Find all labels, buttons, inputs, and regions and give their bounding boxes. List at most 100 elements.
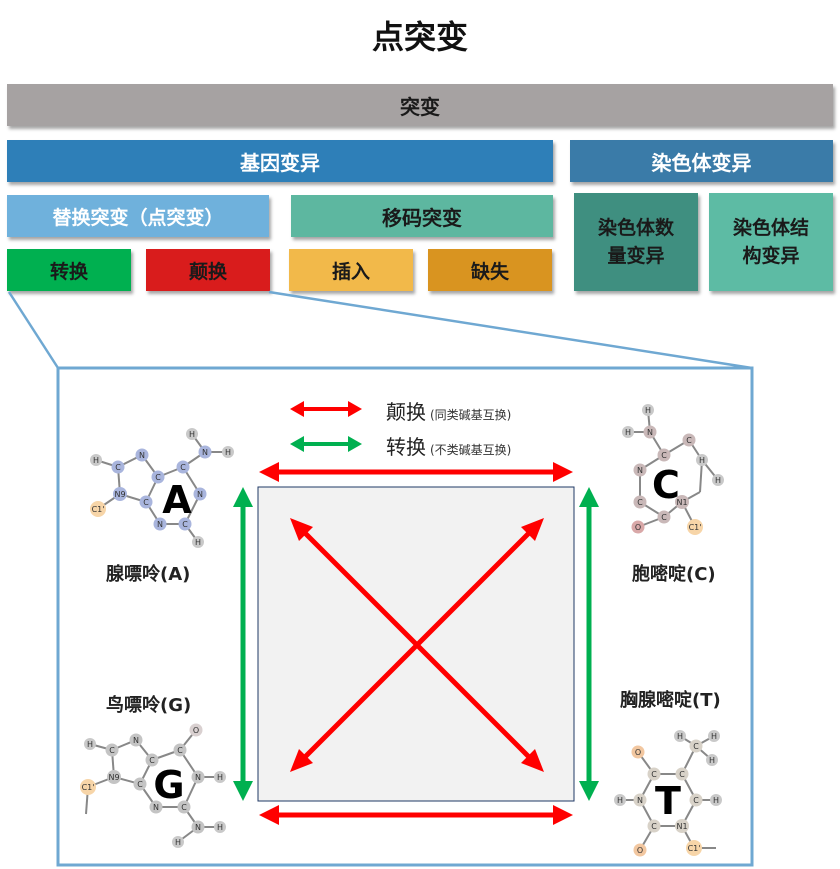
- atom-label: N: [153, 803, 159, 812]
- atom-label: O: [635, 523, 641, 532]
- frameshift-label: 移码突变: [382, 205, 462, 230]
- atom-label: H: [195, 538, 201, 547]
- atom-label: H: [87, 740, 93, 749]
- deletion-box: 缺失: [428, 249, 552, 291]
- atom-label: C: [149, 756, 155, 765]
- atom-label: H: [699, 456, 705, 465]
- atom-label: C: [155, 473, 161, 482]
- legend-transversion-arrow: [290, 401, 362, 417]
- atom-label: C1': [688, 844, 701, 853]
- chrom-number-box: 染色体数量变异: [574, 193, 698, 291]
- insertion-box: 插入: [289, 249, 413, 291]
- frameshift-box: 移码突变: [291, 195, 553, 237]
- atom-label: H: [189, 430, 195, 439]
- chrom-structure-label: 染色体结构变异: [732, 217, 809, 267]
- atom-label: O: [635, 748, 641, 757]
- atom-label: C: [651, 822, 657, 831]
- atom-label: H: [175, 838, 181, 847]
- atom-label: N: [139, 451, 145, 460]
- base-letter-c: C: [652, 463, 680, 507]
- atom-label: N: [647, 428, 653, 437]
- gene-mutation-label: 基因变异: [240, 150, 320, 175]
- atom-label: H: [677, 732, 683, 741]
- atom-label: C: [661, 513, 667, 522]
- atom-label: N9: [114, 490, 125, 499]
- transition-box: 转换: [7, 249, 131, 291]
- chromosome-mutation-label: 染色体变异: [651, 150, 752, 175]
- atom-label: C: [180, 463, 186, 472]
- atom-label: N: [195, 773, 201, 782]
- atom-label: C: [693, 796, 699, 805]
- chrom-structure-box: 染色体结构变异: [709, 193, 833, 291]
- arrow-top-transversion: [259, 462, 573, 482]
- atom-label: N9: [108, 773, 119, 782]
- base-letter-t: T: [655, 779, 681, 823]
- arrow-bottom-transversion: [259, 805, 573, 825]
- atom-label: O: [637, 846, 643, 855]
- atom-label: C: [686, 436, 692, 445]
- transversion-label: 颠换: [188, 260, 227, 283]
- arrow-left-transition: [233, 487, 253, 801]
- atom-label: N1: [676, 822, 687, 831]
- atom-label: N: [195, 823, 201, 832]
- atom-label: H: [715, 476, 721, 485]
- thymine-name: 胸腺嘧啶(T): [620, 690, 721, 711]
- atom-label: C: [651, 770, 657, 779]
- atom-label: C: [143, 498, 149, 507]
- transition-label: 转换: [49, 260, 88, 283]
- guanine-molecule: H C N N9 C1' C C C O N H C N N H H G: [80, 723, 226, 848]
- chromosome-mutation-box: 染色体变异: [570, 140, 833, 182]
- insertion-label: 插入: [331, 260, 370, 283]
- atom-label: C: [693, 742, 699, 751]
- atom-label: H: [217, 823, 223, 832]
- substitution-box: 替换突变（点突变）: [7, 195, 269, 237]
- atom-label: O: [193, 726, 199, 735]
- atom-label: C: [182, 520, 188, 529]
- substitution-label: 替换突变（点突变）: [52, 206, 224, 229]
- arrow-diagonal-c-g: [290, 518, 544, 772]
- atom-label: H: [225, 448, 231, 457]
- base-letter-g: G: [153, 763, 184, 807]
- legend-transversion-note: (同类碱基互换): [430, 408, 512, 422]
- atom-label: N: [637, 466, 643, 475]
- gene-mutation-box: 基因变异: [7, 140, 553, 182]
- atom-label: H: [709, 756, 715, 765]
- mutation-label: 突变: [400, 94, 440, 119]
- atom-label: C: [661, 451, 667, 460]
- atom-label: C1': [82, 783, 95, 792]
- atom-label: H: [617, 796, 623, 805]
- legend-transition-label: 转换: [386, 435, 426, 459]
- arrow-right-transition: [579, 487, 599, 801]
- mutation-box: 突变: [7, 84, 833, 126]
- page-title: 点突变: [371, 18, 468, 56]
- atom-label: C1': [92, 505, 105, 514]
- zoom-frame: [56, 366, 754, 867]
- thymine-molecule: O C C C H H H N H C N1 C H O C1' T: [614, 730, 722, 857]
- guanine-name: 鸟嘌呤(G): [106, 695, 192, 716]
- legend-transversion: 颠换 (同类碱基互换): [386, 396, 511, 425]
- adenine-name: 腺嘌呤(A): [106, 564, 191, 585]
- atom-label: H: [713, 796, 719, 805]
- atom-label: N: [133, 736, 139, 745]
- chrom-number-label: 染色体数量变异: [597, 217, 674, 267]
- atom-label: C: [109, 746, 115, 755]
- atom-label: C: [177, 746, 183, 755]
- transversion-box: 颠换: [146, 249, 270, 291]
- atom-label: N1: [676, 498, 687, 507]
- legend-transversion-label: 颠换: [386, 400, 426, 424]
- base-letter-a: A: [162, 478, 192, 522]
- atom-label: H: [217, 773, 223, 782]
- atom-label: H: [711, 732, 717, 741]
- atom-label: C: [637, 498, 643, 507]
- legend-transition-arrow: [290, 436, 362, 452]
- atom-label: H: [625, 428, 631, 437]
- deletion-label: 缺失: [470, 260, 509, 283]
- atom-label: C1': [689, 523, 702, 532]
- cytosine-name: 胞嘧啶(C): [632, 564, 716, 585]
- atom-label: N: [197, 490, 203, 499]
- atom-label: H: [645, 406, 651, 415]
- cytosine-molecule: H N H C C H H N C C N1 O C1' C: [622, 404, 724, 535]
- atom-label: C: [181, 803, 187, 812]
- atom-label: C: [137, 780, 143, 789]
